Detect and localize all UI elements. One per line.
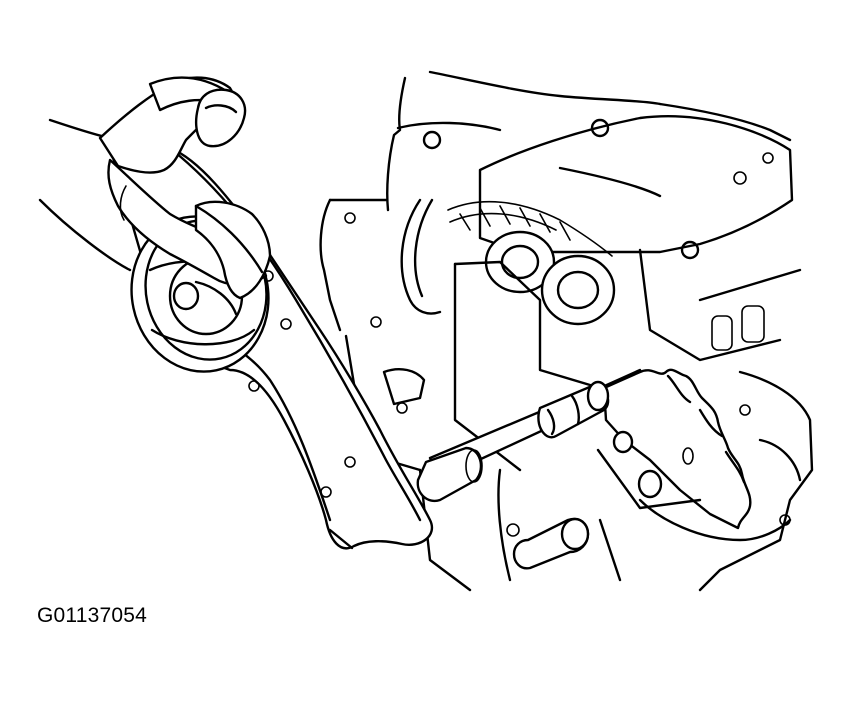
figure-code: G01137054 (37, 604, 148, 627)
camshaft-sprocket (596, 368, 752, 530)
engine-timing-tool-illustration (38, 70, 814, 592)
hand (38, 76, 272, 300)
socket-wrench (416, 380, 610, 503)
engine-block (319, 70, 814, 592)
belt-edge (194, 204, 264, 274)
